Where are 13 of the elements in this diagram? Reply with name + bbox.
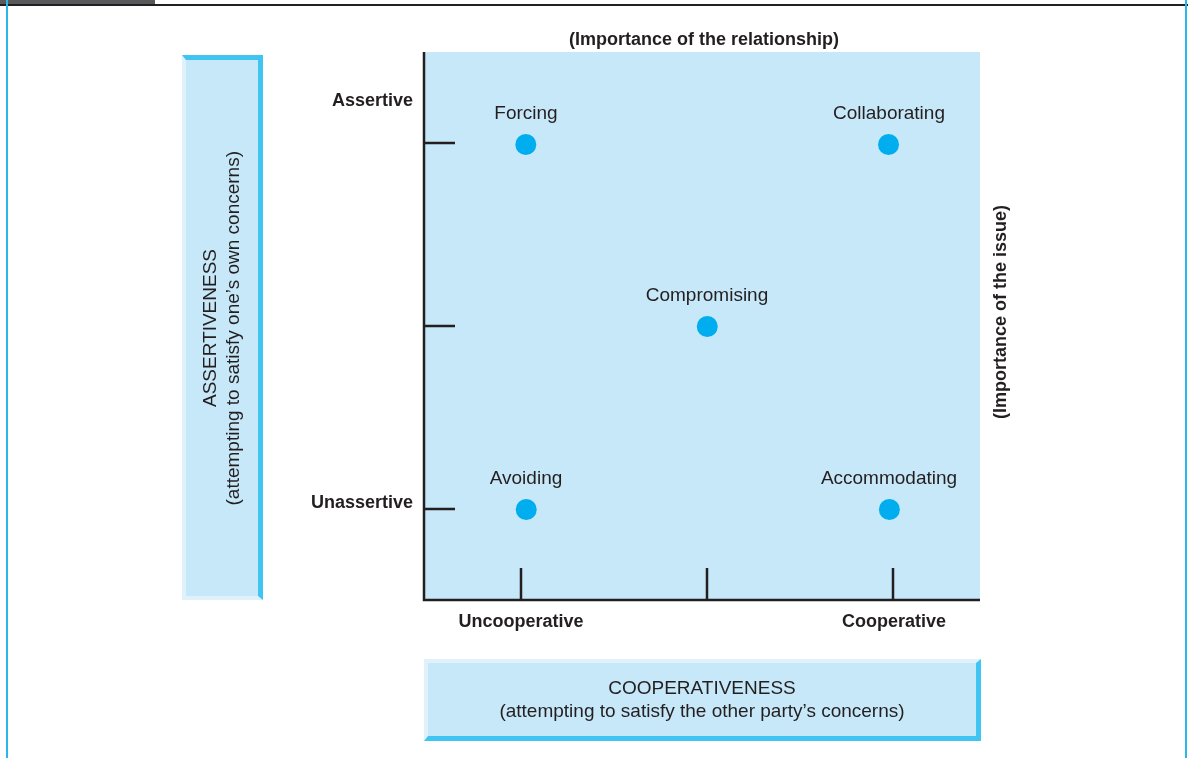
axis-label: Cooperative: [842, 612, 946, 630]
point-label: Compromising: [645, 285, 769, 304]
axis-label: Unassertive: [310, 493, 413, 511]
axis-label: (Importance of the issue): [991, 205, 1009, 420]
point-label: Collaborating: [833, 103, 945, 122]
point-label: Avoiding: [489, 468, 563, 487]
axis-label: Assertive: [331, 91, 413, 109]
point-label: Forcing: [494, 103, 558, 122]
axis-title-panel: COOPERATIVENESS (attempting to satisfy the other party’s concerns): [424, 659, 981, 741]
axis-title-panel: ASSERTIVENESS (attempting to satisfy one’s own concerns): [182, 55, 263, 600]
point-label: Accommodating: [820, 468, 958, 487]
axis-label: (Importance of the relationship): [569, 30, 839, 48]
axis-label: Uncooperative: [458, 612, 584, 630]
